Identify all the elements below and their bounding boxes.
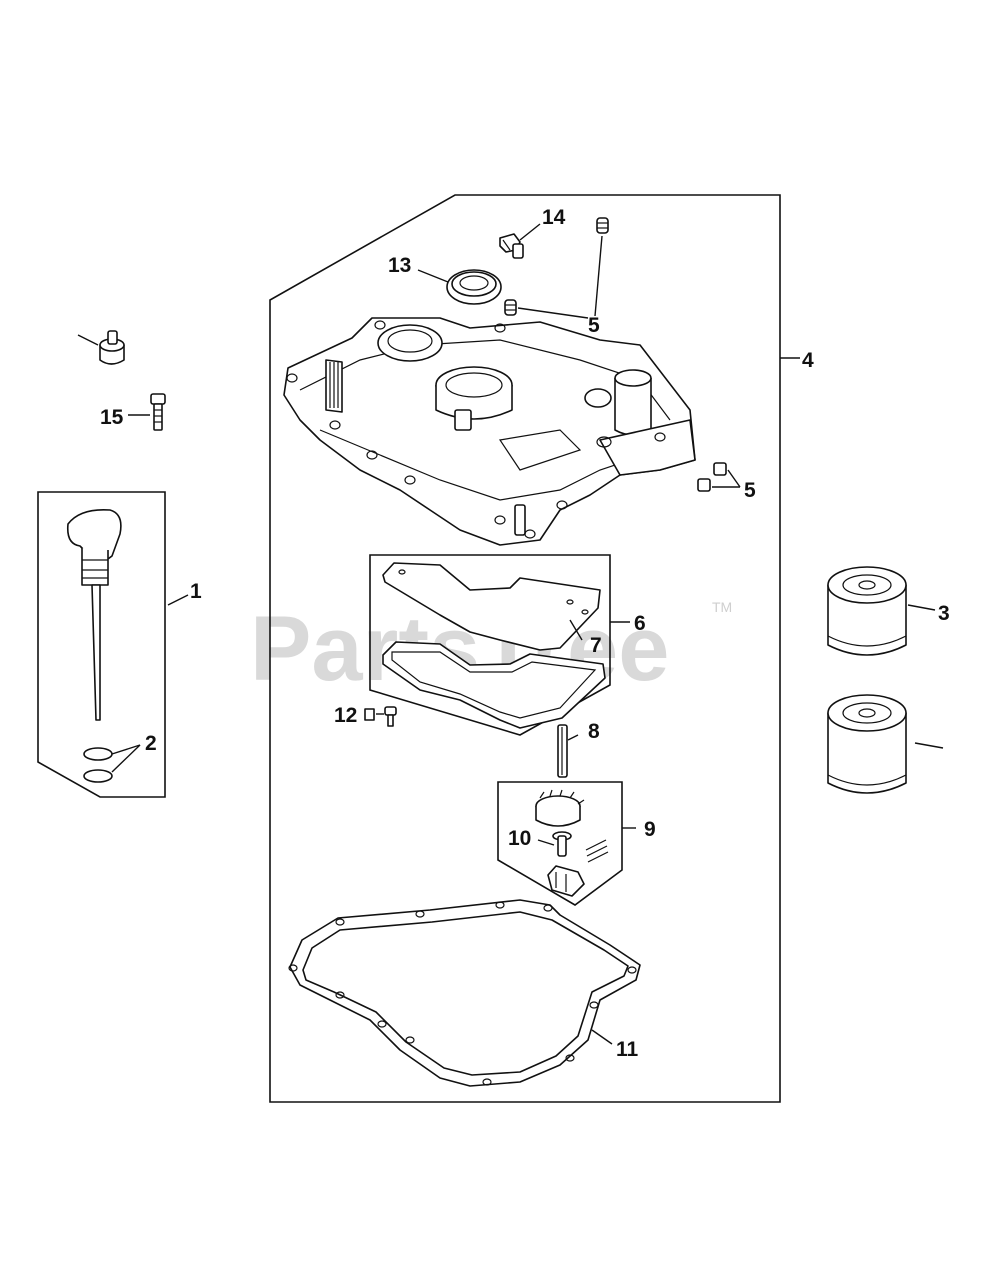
dipstick-assembly-frame bbox=[37, 491, 166, 798]
closure-plate-part bbox=[283, 317, 696, 546]
plug-parts-right bbox=[697, 462, 727, 492]
oil-filter-part bbox=[827, 566, 907, 656]
callout-5-top: 5 bbox=[588, 314, 600, 337]
bolt-part bbox=[150, 393, 166, 431]
callout-12: 12 bbox=[334, 704, 357, 727]
callout-3: 3 bbox=[938, 602, 950, 625]
callout-11: 11 bbox=[616, 1038, 639, 1061]
plug-parts-top bbox=[504, 217, 609, 316]
oil-seal-part bbox=[446, 269, 502, 305]
cover-assembly-frame bbox=[269, 194, 781, 1103]
callout-4: 4 bbox=[802, 349, 814, 372]
callout-6: 6 bbox=[634, 612, 646, 635]
callout-10: 10 bbox=[508, 827, 531, 850]
watermark-trademark: TM bbox=[712, 599, 732, 615]
callout-5-right: 5 bbox=[744, 479, 756, 502]
dipstick-part bbox=[66, 508, 122, 721]
callout-8: 8 bbox=[588, 720, 600, 743]
plate-gasket-part bbox=[382, 641, 606, 729]
elbow-fitting-part bbox=[499, 233, 524, 259]
callout-labels: 1 2 3 4 5 5 6 7 8 9 10 11 12 13 14 15 bbox=[100, 206, 950, 1061]
fill-cap-part bbox=[99, 330, 125, 365]
callout-15: 15 bbox=[100, 406, 124, 429]
o-ring-parts bbox=[83, 747, 113, 783]
leader-lines bbox=[77, 223, 944, 1045]
screw-part bbox=[364, 706, 397, 727]
callout-13: 13 bbox=[388, 254, 411, 277]
callout-7: 7 bbox=[590, 634, 602, 657]
callout-9: 9 bbox=[644, 818, 656, 841]
oil-filter-alt-part bbox=[827, 694, 907, 794]
oil-pump-frame bbox=[497, 781, 623, 906]
main-gasket-part bbox=[288, 899, 641, 1087]
callout-14: 14 bbox=[542, 206, 566, 229]
separator-plate-part bbox=[382, 562, 601, 651]
callout-1: 1 bbox=[190, 580, 202, 603]
oil-pump-part bbox=[535, 789, 609, 897]
pump-shaft-part bbox=[557, 724, 568, 778]
callout-2: 2 bbox=[145, 732, 157, 755]
pump-pin-part bbox=[552, 831, 572, 857]
